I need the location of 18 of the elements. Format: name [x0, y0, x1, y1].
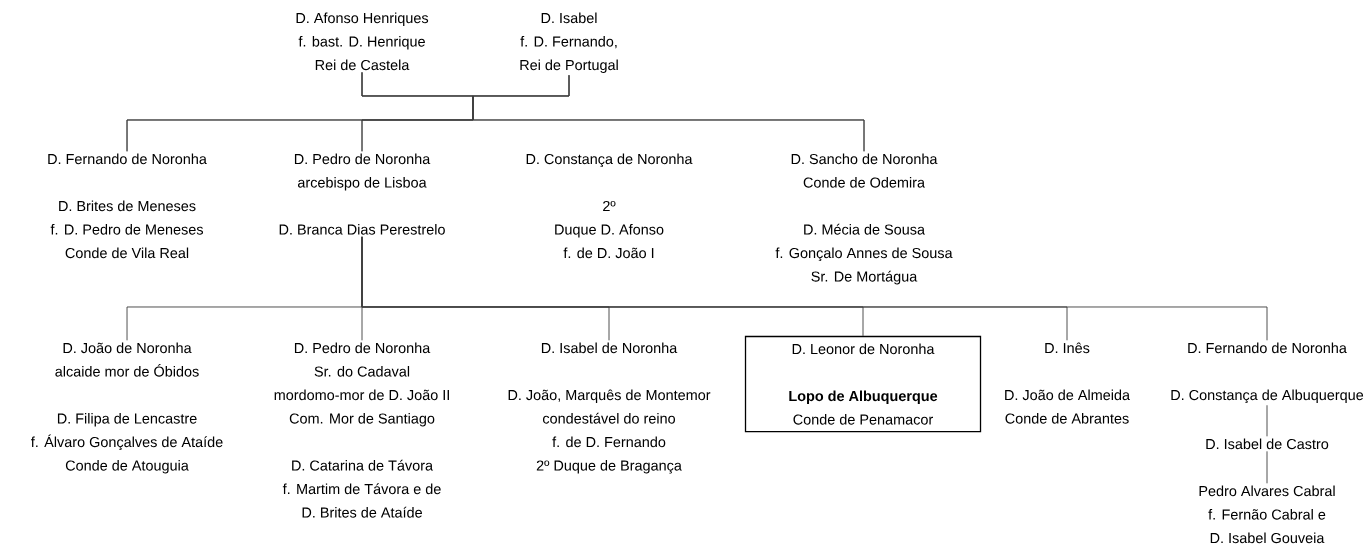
person-entry: D. Isabel de Noronha D. João, Marquês de Montemor condestável do reino f. de D. Fernando 2º Duque de Bragança [508, 342, 711, 474]
person-entry: D. Pedro de Noronha Sr. do Cadaval mordomo-mor de D. João II Com. Mor de Santiago D. Catarina de Távora f. Martim de Távora e de D. Brites de Ataíde [274, 342, 449, 518]
person-entry: D. Fernando de Noronha D. Constança de Albuquerque [1171, 342, 1364, 404]
person-entry: D. Afonso Henriques f. bast. D. Henrique Rei de Castela [296, 12, 429, 71]
person-entry: Pedro Alvares Cabral f. Fernão Cabral e D. Isabel Gouveia [1199, 485, 1335, 544]
person-entry: D. João de Noronha alcaide mor de Óbidos D. Filipa de Lencastre f. Álvaro Gonçalves de Ataíde Conde de Atouguia [31, 342, 223, 474]
person-entry: D. Isabel f. D. Fernando, Rei de Portugal [520, 12, 618, 73]
person-entry: D. Inês D. João de Almeida Conde de Abrantes [1005, 342, 1130, 424]
connector-line [472, 74, 865, 152]
person-entry: D. Fernando de Noronha D. Brites de Meneses f. D. Pedro de Meneses Conde de Vila Real [48, 153, 207, 259]
connector-line [361, 236, 1268, 341]
person-entry: D. Pedro de Noronha arcebispo de Lisboa D. Branca Dias Perestrelo [279, 153, 445, 235]
connector-line [1266, 450, 1268, 484]
person-entry: D. Constança de Noronha 2º Duque D. Afonso f. de D. João I [526, 153, 693, 259]
person-entry: D. Isabel de Castro [1206, 438, 1329, 450]
connector-line [1266, 404, 1268, 437]
highlighted-box: D. Leonor de Noronha Lopo de Albuquerque Conde de Penamacor [744, 335, 982, 433]
person-entry: D. Sancho de Noronha Conde de Odemira D. Mécia de Sousa f. Gonçalo Annes de Sousa Sr. De Mortágua [775, 153, 953, 285]
